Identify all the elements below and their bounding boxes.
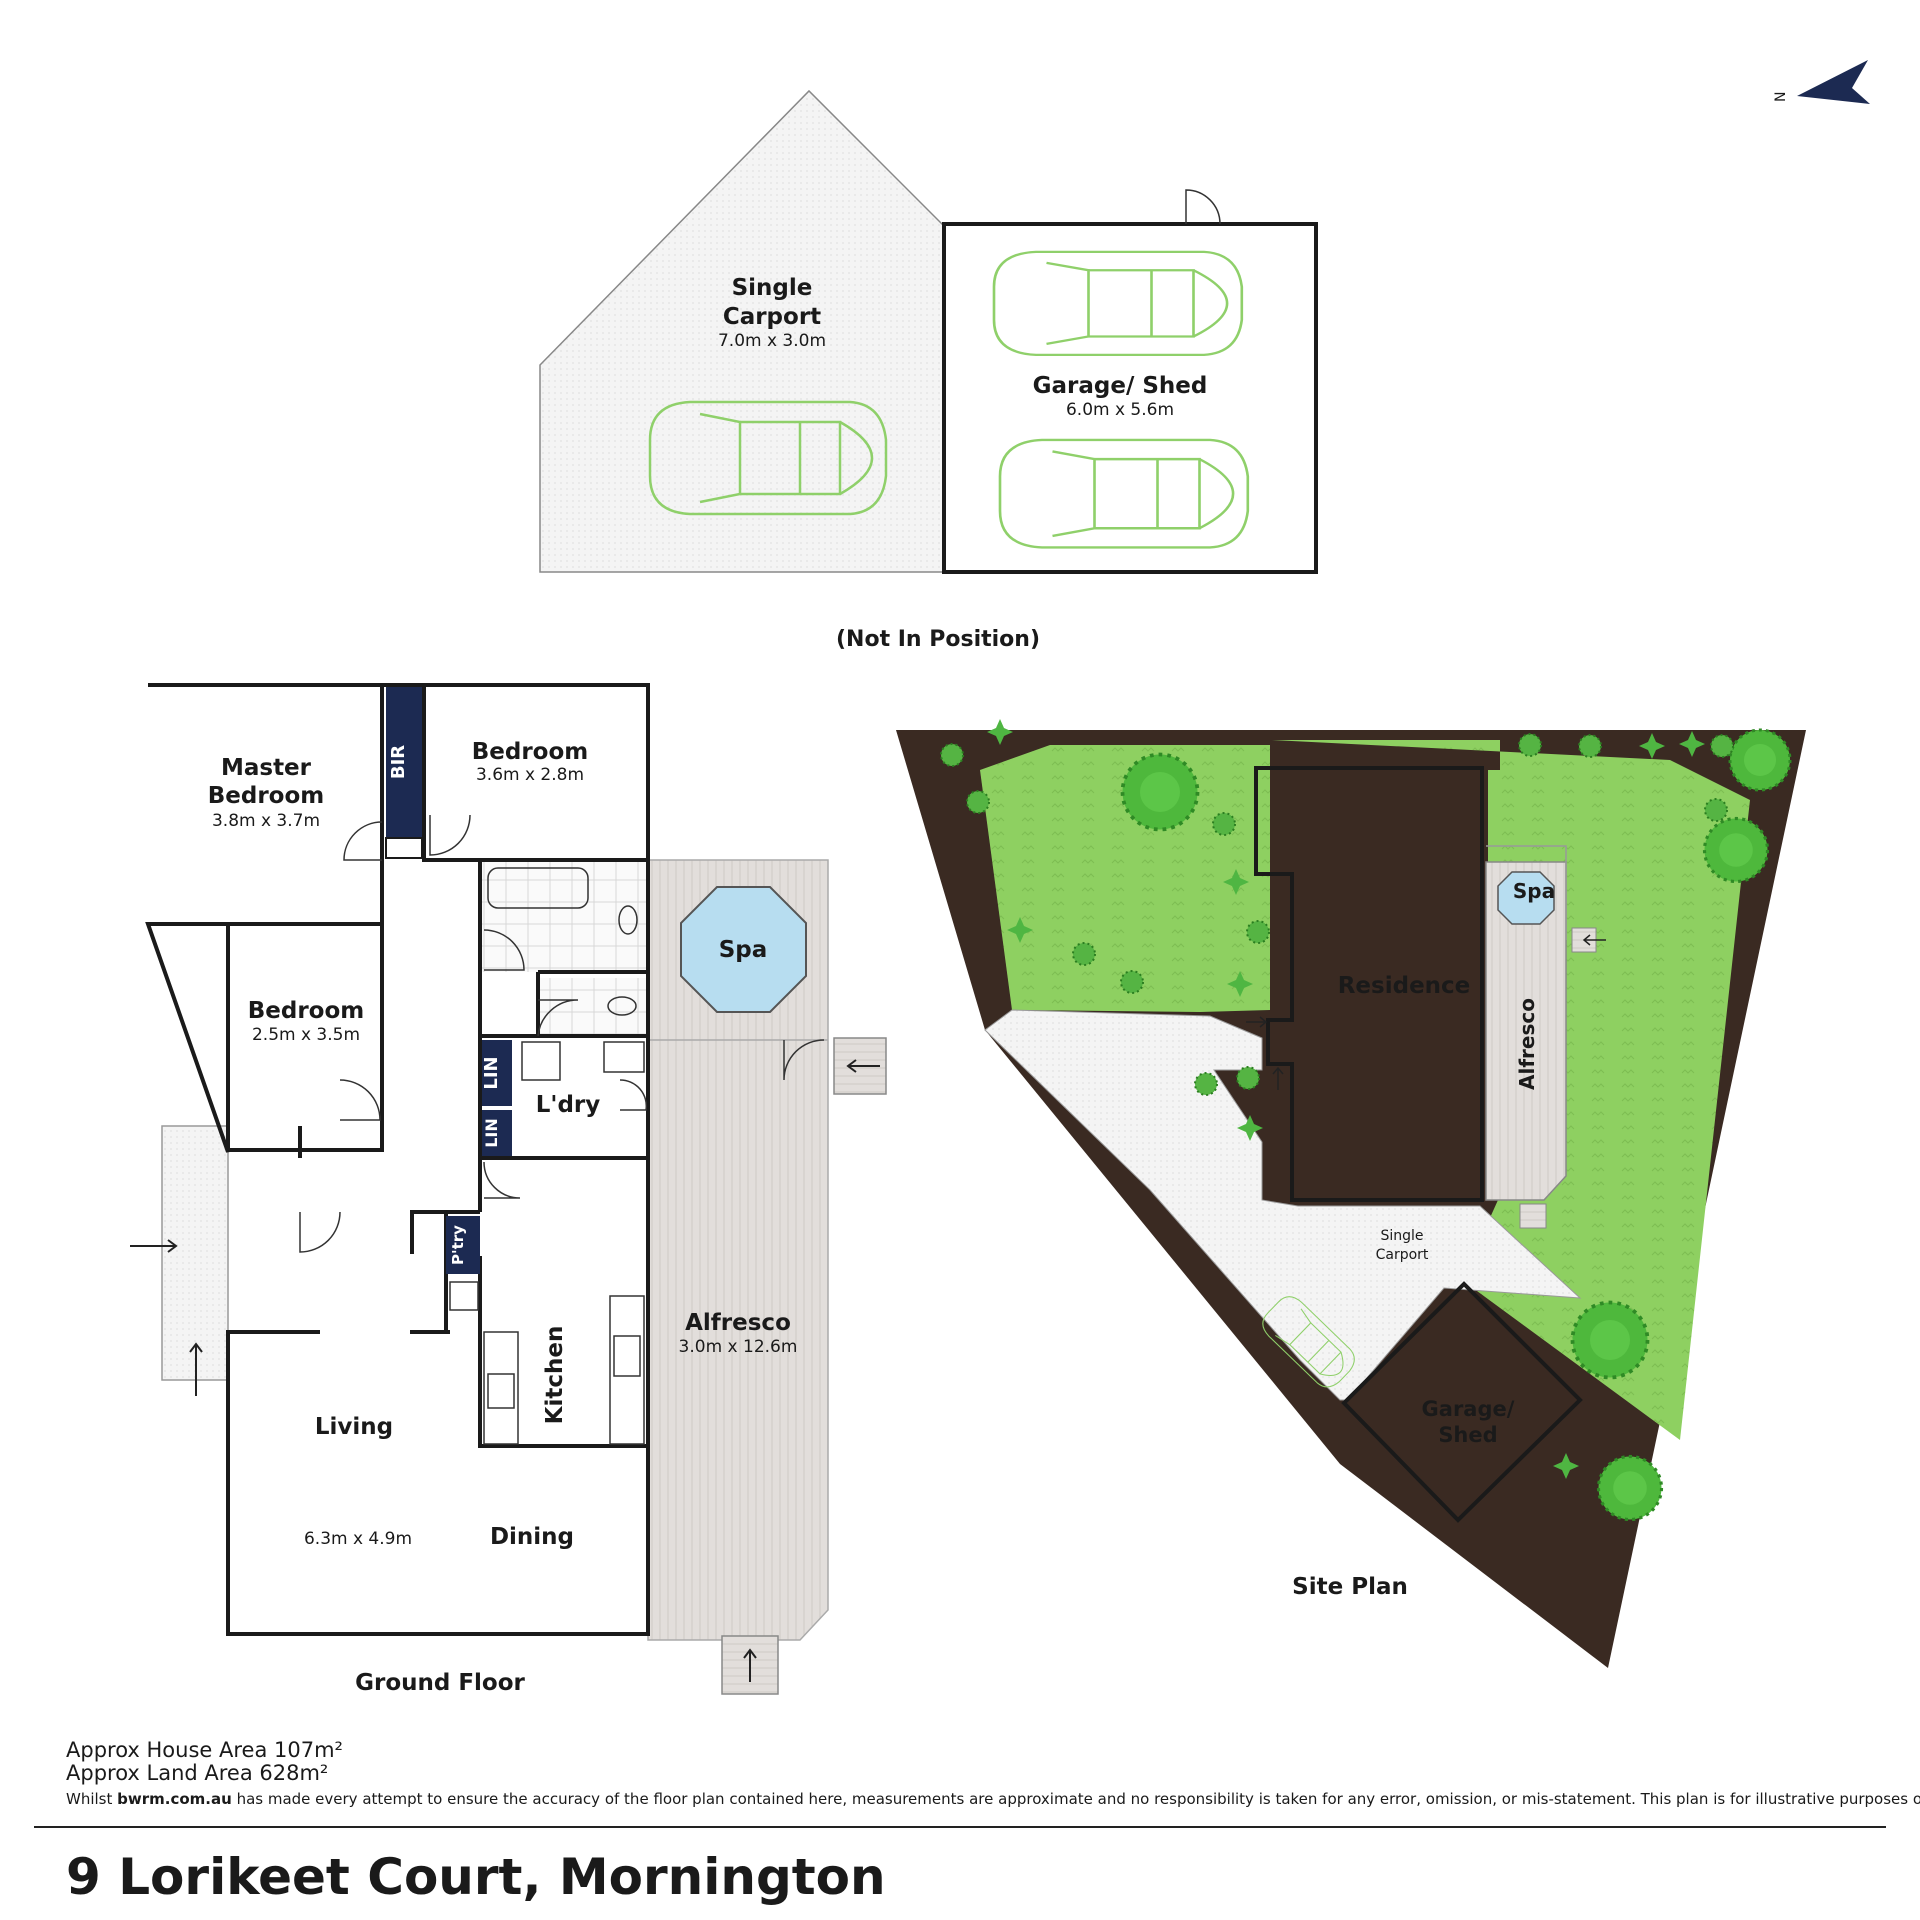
- lin-label-2: LIN: [482, 1118, 501, 1148]
- disclaimer-text: Whilst: [66, 1790, 118, 1808]
- master-name-1: Master: [221, 755, 312, 781]
- site-alfresco-label: Alfresco: [1515, 998, 1539, 1090]
- kitchen-label: Kitchen: [542, 1326, 568, 1425]
- laundry-label: L'dry: [536, 1092, 601, 1118]
- fridge-icon: [449, 1281, 479, 1311]
- door-icon: [339, 1079, 381, 1121]
- spa-label: Spa: [719, 937, 768, 963]
- bedroom-side-name: Bedroom: [248, 998, 365, 1024]
- kitchen-sink-icon: [613, 1335, 641, 1377]
- site-plan-caption: Site Plan: [1292, 1574, 1408, 1600]
- master-dims: 3.8m x 3.7m: [212, 811, 320, 831]
- not-in-position-caption: (Not In Position): [836, 627, 1040, 652]
- carport-dims: 7.0m x 3.0m: [718, 331, 826, 351]
- bedroom-top-name: Bedroom: [472, 739, 589, 765]
- living-name: Living: [315, 1414, 393, 1440]
- residence: [1254, 766, 1484, 1202]
- laundry-sink-icon: [603, 1041, 645, 1073]
- tree-icon: [1710, 734, 1734, 758]
- site-carport-label-1: Single: [1380, 1228, 1423, 1244]
- site-garage-label-2: Shed: [1438, 1423, 1497, 1447]
- garage-outbuilding: Garage/ Shed 6.0m x 5.6m: [942, 189, 1318, 574]
- bedroom-side-dims: 2.5m x 3.5m: [252, 1025, 360, 1045]
- lawn: [980, 745, 1270, 1012]
- car-icon: [992, 250, 1244, 357]
- garage-dims: 6.0m x 5.6m: [1066, 400, 1174, 420]
- porch: [161, 1125, 229, 1381]
- garage-name: Garage/ Shed: [1033, 373, 1208, 399]
- divider: [34, 1826, 1886, 1828]
- living-dims: 6.3m x 4.9m: [304, 1529, 412, 1549]
- door-icon: [299, 1211, 341, 1253]
- ground-floor-caption: Ground Floor: [355, 1670, 525, 1696]
- bir-label: BIR: [388, 745, 409, 779]
- tree-icon: [1212, 812, 1236, 836]
- tree-icon: [1120, 970, 1144, 994]
- tree-icon: [966, 790, 990, 814]
- residence-label: Residence: [1338, 973, 1471, 999]
- site-carport-label-2: Carport: [1376, 1247, 1429, 1263]
- tree-icon: [1246, 920, 1270, 944]
- bedroom-top-dims: 3.6m x 2.8m: [476, 765, 584, 785]
- property-address: 9 Lorikeet Court, Mornington: [66, 1848, 886, 1906]
- car-icon: [998, 438, 1250, 549]
- toilet-icon: [607, 996, 637, 1016]
- door-icon: [619, 1079, 648, 1111]
- bath-icon: [487, 867, 589, 909]
- door-icon: [537, 999, 579, 1037]
- disclaimer: Whilst bwrm.com.au has made every attemp…: [66, 1790, 1920, 1808]
- door-icon: [343, 821, 383, 861]
- carport-name-1: Single: [732, 275, 813, 301]
- site-garage: [1341, 1281, 1583, 1523]
- disclaimer-site-link[interactable]: bwrm.com.au: [117, 1790, 232, 1808]
- alfresco-dims: 3.0m x 12.6m: [679, 1337, 798, 1357]
- tree-icon: [1728, 728, 1792, 792]
- entry-arrow-icon: [743, 1648, 757, 1682]
- tree-icon: [1518, 733, 1542, 757]
- site-alfresco: [1485, 861, 1567, 1201]
- door-icon: [1185, 189, 1221, 225]
- lin-label-1: LIN: [481, 1056, 502, 1089]
- door-icon: [483, 1161, 521, 1199]
- carport-name-2: Carport: [723, 304, 821, 330]
- spa-icon: [680, 886, 807, 1013]
- tree-icon: [1596, 1454, 1664, 1522]
- tree-icon: [940, 743, 964, 767]
- tree-icon: [1072, 942, 1096, 966]
- washer-icon: [521, 1041, 561, 1081]
- ground-floor-plan: BIR LIN LIN P'try Master Bedroom 3.8m x: [130, 683, 887, 1696]
- site-garage-label-1: Garage/: [1422, 1397, 1515, 1421]
- entry-arrow-icon: [189, 1342, 203, 1396]
- site-spa-label: Spa: [1513, 879, 1555, 903]
- north-label: N: [1773, 92, 1789, 102]
- carport-outbuilding: Single Carport 7.0m x 3.0m: [539, 89, 945, 573]
- house-area: Approx House Area 107m²: [66, 1738, 343, 1762]
- tree-icon: [1194, 1072, 1218, 1096]
- door-icon: [429, 814, 471, 856]
- tree-icon: [1120, 752, 1200, 832]
- door-icon: [783, 1039, 825, 1081]
- cooktop-icon: [487, 1373, 515, 1409]
- disclaimer-text: has made every attempt to ensure the acc…: [231, 1790, 1920, 1808]
- master-name-2: Bedroom: [208, 783, 325, 809]
- tree-icon: [1236, 1066, 1260, 1090]
- tree-icon: [1578, 734, 1602, 758]
- kitchen-bench: [483, 1331, 519, 1445]
- kitchen-bench: [609, 1295, 645, 1445]
- tree-icon: [1570, 1300, 1650, 1380]
- door-icon: [483, 929, 525, 971]
- entry-arrow-icon: [846, 1059, 880, 1073]
- alfresco-name: Alfresco: [685, 1310, 791, 1336]
- tree-icon: [1704, 798, 1728, 822]
- pantry-label: P'try: [449, 1225, 467, 1265]
- site-plan: Residence Spa Alfresco Single Carport Ga…: [896, 719, 1806, 1668]
- tree-icon: [1702, 816, 1770, 884]
- sink-icon: [618, 905, 638, 935]
- land-area: Approx Land Area 628m²: [66, 1761, 329, 1785]
- north-arrow-icon: N: [1773, 60, 1870, 104]
- spa-icon: [1497, 871, 1555, 925]
- entry-arrow-icon: [130, 1239, 178, 1253]
- dining-name: Dining: [490, 1524, 574, 1550]
